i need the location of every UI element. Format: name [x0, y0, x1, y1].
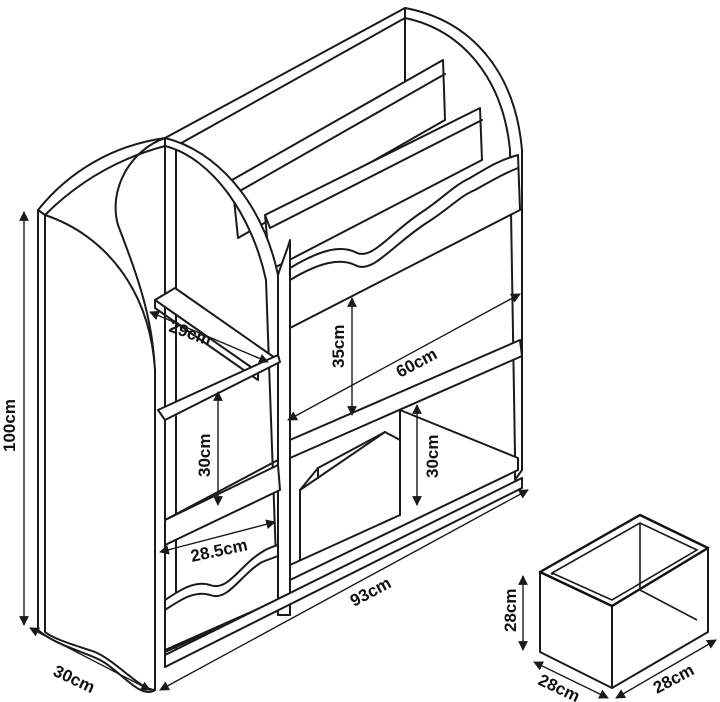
- depth-total-label: 30cm: [50, 661, 97, 697]
- bin-depth-label: 28cm: [535, 670, 582, 702]
- bin-height-label: 28cm: [501, 589, 520, 632]
- dimension-right-compartment: 30cm: [412, 404, 442, 506]
- dimension-book-height: 35cm: [329, 297, 357, 416]
- dimension-left-compartment: 30cm: [195, 391, 223, 506]
- storage-bin: [538, 513, 710, 689]
- left-side-panel: [37, 137, 166, 693]
- book-height-label: 35cm: [329, 325, 348, 368]
- dimension-height-total: 100cm: [0, 211, 29, 626]
- left-compartment-label: 30cm: [195, 434, 214, 477]
- dimension-bin-height: 28cm: [501, 575, 528, 651]
- right-compartment-label: 30cm: [423, 435, 442, 478]
- height-total-label: 100cm: [0, 399, 19, 452]
- shelf-depth-lower-label: 28.5cm: [189, 535, 249, 566]
- book-front-panel: [289, 154, 521, 329]
- bin-width-label: 28cm: [650, 660, 697, 697]
- width-total-label: 93cm: [347, 573, 394, 610]
